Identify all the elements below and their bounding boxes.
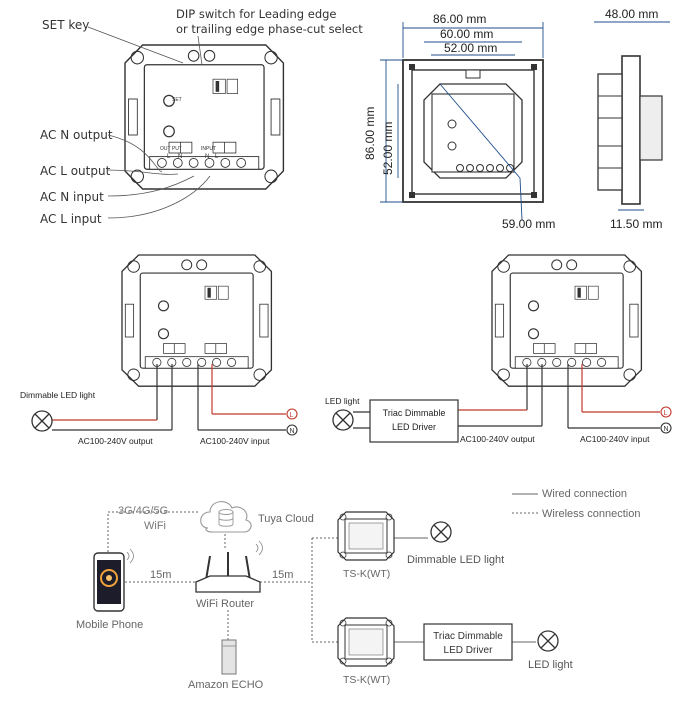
mobile-phone-label: Mobile Phone	[76, 619, 143, 631]
bulb-icon-right	[332, 409, 354, 431]
side-view	[597, 55, 663, 205]
ac-l-output-label: AC L output	[40, 164, 111, 178]
distance-router: 15m	[272, 569, 293, 581]
n-terminal-icon-left	[286, 424, 298, 436]
led-light-icon	[537, 630, 559, 652]
module-output-label: OUT PUT	[160, 146, 182, 152]
driver-box-right	[369, 399, 459, 443]
ac-l-input-label: AC L input	[40, 212, 102, 226]
module-out-n: N	[178, 154, 182, 160]
wiring-left-lines	[52, 364, 286, 431]
network-driver-line2: LED Driver	[444, 645, 494, 656]
l-terminal-icon-left	[286, 408, 298, 420]
router-icon	[195, 540, 263, 593]
device-top-label: TS-K(WT)	[343, 568, 390, 580]
wiring-left-output: AC100-240V output	[78, 436, 153, 446]
device-bottom	[337, 617, 395, 667]
legend-wireless: Wireless connection	[542, 508, 640, 520]
dimmable-light-icon	[430, 521, 452, 543]
dim-height-outer: 86.00 mm	[363, 107, 377, 160]
network-driver-line1: Triac Dimmable	[433, 631, 503, 642]
l-terminal-left: L	[290, 412, 294, 419]
set-key-label: SET key	[42, 18, 89, 32]
driver-right-line1: Triac Dimmable	[383, 408, 446, 418]
ac-n-input-label: AC N input	[40, 190, 104, 204]
cloud-label: Tuya Cloud	[258, 513, 314, 525]
wiring-right-input: AC100-240V input	[580, 434, 650, 444]
mobile-phone-icon	[93, 548, 134, 612]
l-terminal-icon-right	[660, 406, 672, 418]
dimmable-light-label: Dimmable LED light	[407, 554, 504, 566]
cloud-icon	[200, 501, 252, 533]
device-bottom-label: TS-K(WT)	[343, 674, 390, 686]
device-top	[337, 511, 395, 561]
network-lines	[107, 493, 538, 643]
l-terminal-right: L	[664, 410, 668, 417]
legend-wired: Wired connection	[542, 488, 627, 500]
bulb-icon-left	[31, 410, 53, 432]
dim-plate: 11.50 mm	[610, 217, 662, 231]
cellular-line2: WiFi	[144, 520, 166, 532]
n-terminal-left: N	[290, 428, 295, 435]
wiring-left-light: Dimmable LED light	[20, 390, 96, 400]
wiring-left-input: AC100-240V input	[200, 436, 270, 446]
front-view	[402, 59, 544, 203]
led-light-label: LED light	[528, 659, 573, 671]
network-driver-box	[423, 623, 513, 661]
wiring-left-module	[121, 254, 273, 387]
driver-right-line2: LED Driver	[392, 422, 436, 432]
dip-switch-label-2: or trailing edge phase-cut select	[176, 22, 363, 36]
dim-depth: 48.00 mm	[605, 7, 658, 21]
n-terminal-icon-right	[660, 422, 672, 434]
dim-height-inner: 52.00 mm	[381, 122, 395, 175]
n-terminal-right: N	[664, 426, 669, 433]
dip-switch-label-1: DIP switch for Leading edge	[176, 7, 337, 21]
dim-width-inner: 52.00 mm	[444, 41, 497, 55]
module-set-label: SET	[172, 97, 182, 103]
wiring-right-lines	[353, 364, 660, 429]
dim-width-mid: 60.00 mm	[440, 27, 493, 41]
dim-width-outer: 86.00 mm	[433, 12, 486, 26]
echo-label: Amazon ECHO	[188, 679, 264, 691]
wiring-right-output: AC100-240V output	[460, 434, 535, 444]
module-in-l: L	[215, 154, 219, 160]
top-module	[124, 44, 285, 190]
module-input-label: INPUT	[201, 146, 216, 152]
module-out-l: L	[167, 154, 171, 160]
dim-diagonal: 59.00 mm	[502, 217, 555, 231]
ac-n-output-label: AC N output	[40, 128, 113, 142]
distance-phone: 15m	[150, 569, 171, 581]
wiring-right-light: LED light	[325, 396, 360, 406]
router-label: WiFi Router	[196, 598, 254, 610]
dimension-lines	[380, 21, 670, 221]
wiring-right-module	[491, 254, 643, 387]
module-in-n: N	[205, 154, 209, 160]
cellular-line1: 3G/4G/5G	[118, 505, 168, 517]
echo-icon	[221, 639, 237, 675]
